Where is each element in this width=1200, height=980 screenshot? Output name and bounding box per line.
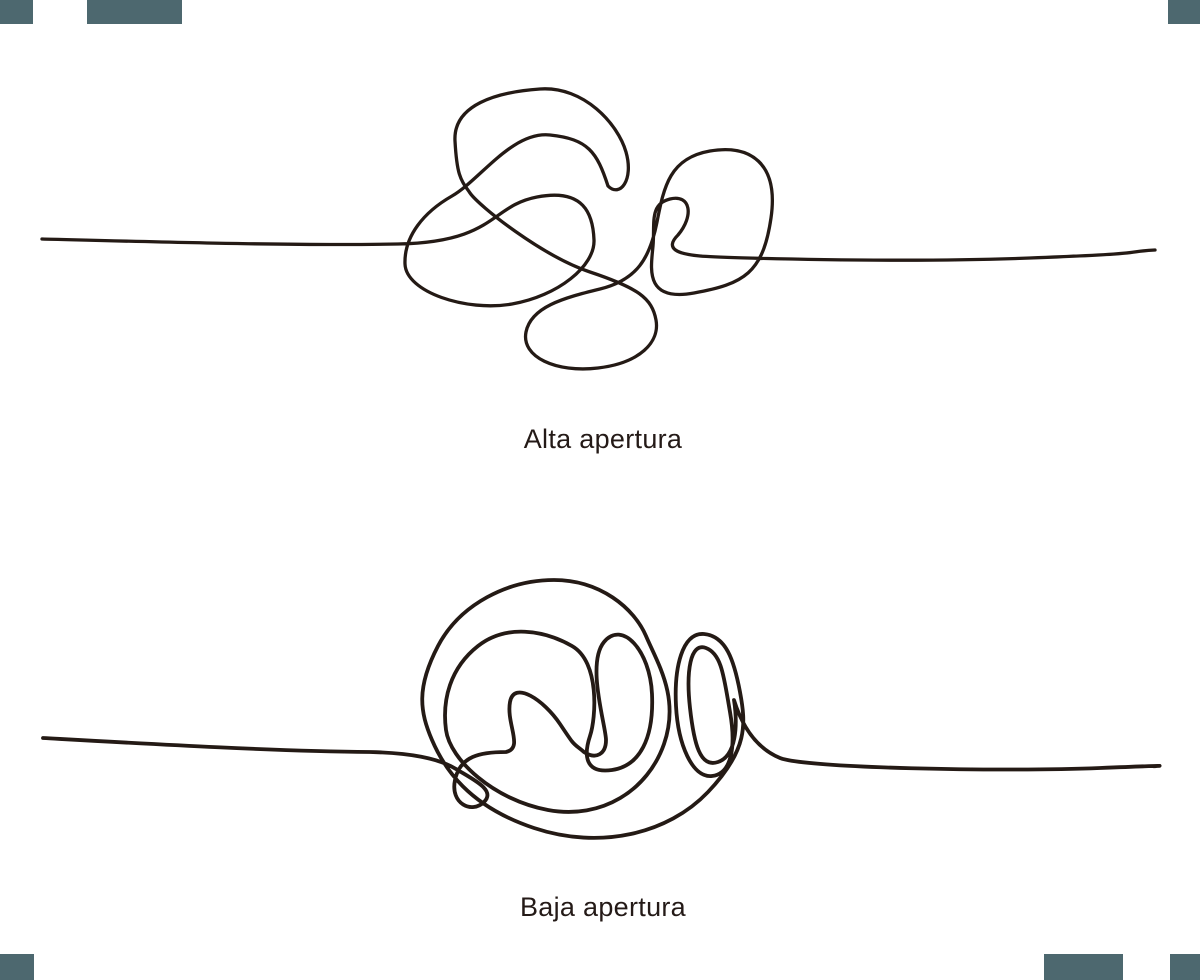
corner-mark-bottom-left [0,954,34,980]
baja-apertura-scribble [41,578,1162,840]
corner-mark-bottom-bar [1044,954,1123,980]
corner-mark-top-right [1168,0,1200,24]
alta-apertura-label: Alta apertura [523,424,683,454]
baja-apertura-label: Baja apertura [519,892,686,922]
corner-mark-top-left-bar [87,0,182,24]
corner-mark-bottom-right [1170,954,1200,980]
alta-apertura-scribble [40,87,1157,371]
corner-mark-top-left [0,0,33,24]
